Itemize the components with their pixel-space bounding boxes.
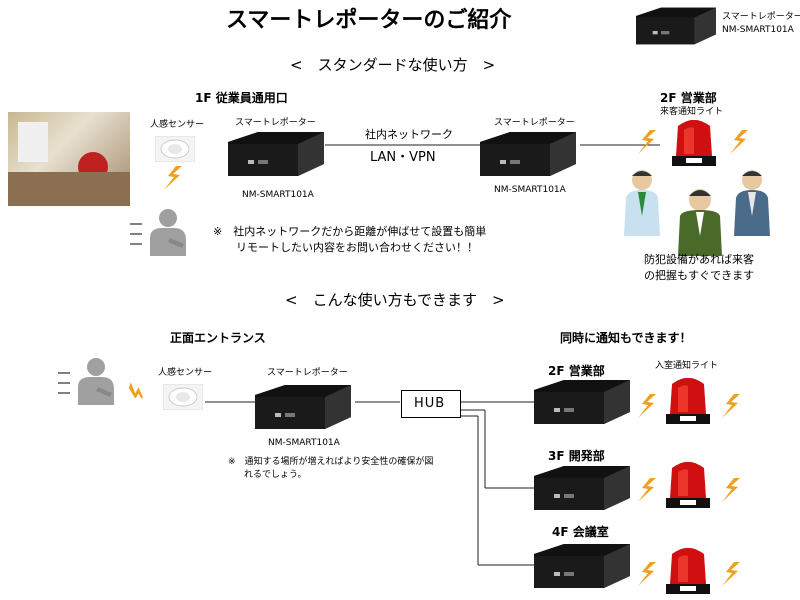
- standard-heading: < スタンダードな使い方 >: [290, 56, 496, 74]
- dest-4f-label: 4F 会議室: [552, 525, 609, 539]
- staff-group-icon: [624, 170, 770, 256]
- bolt-icon: [128, 382, 152, 398]
- dest-2f-label: 2F 営業部: [548, 364, 605, 378]
- simultaneous-label: 同時に通知もできます！: [560, 331, 692, 345]
- adv-reporter-model: NM-SMART101A: [268, 438, 340, 448]
- warning-light-icon: [666, 548, 710, 594]
- header-device-name: スマートレポーター: [722, 12, 800, 22]
- reporter-device-icon: [534, 380, 630, 424]
- standard-note-2: リモートしたい内容をお問い合わせください！！: [236, 241, 478, 254]
- entry-light-label: 入室通知ライト: [655, 361, 719, 371]
- warning-light-icon: [672, 120, 716, 166]
- bolt-icon: [638, 394, 656, 418]
- motion-sensor-icon: [163, 384, 203, 410]
- reporter-right-model: NM-SMART101A: [494, 185, 566, 195]
- reporter-device-icon: [480, 132, 576, 176]
- adv-sensor-label: 人感センサー: [158, 368, 213, 378]
- header-device-model: NM-SMART101A: [722, 25, 794, 35]
- person-icon: [58, 358, 114, 405]
- dest-3f-label: 3F 開発部: [548, 449, 605, 463]
- bolt-icon: [722, 478, 740, 502]
- location-2f-label: 2F 営業部: [660, 91, 717, 105]
- adv-reporter-label: スマートレポーター: [267, 368, 348, 378]
- bolt-icon: [722, 394, 740, 418]
- header-device-icon: [636, 7, 716, 45]
- reporter-right-label: スマートレポーター: [494, 118, 575, 128]
- location-1f-label: 1F 従業員通用口: [195, 91, 288, 105]
- bolt-icon: [638, 478, 656, 502]
- page-title: スマートレポーターのご紹介: [226, 8, 512, 33]
- adv-note-2: れるでしょう。: [244, 470, 307, 480]
- standard-note-1: ※ 社内ネットワークだから距離が伸ばせて設置も簡単: [213, 225, 487, 238]
- entrance-photo: [8, 112, 130, 206]
- reporter-device-icon: [255, 385, 351, 429]
- security-line-2: の把握もすぐできます: [644, 269, 755, 282]
- hub-label: HUB: [414, 396, 446, 411]
- bolt-icon: [730, 130, 748, 154]
- warning-light-icon: [666, 378, 710, 424]
- warning-light-icon: [666, 462, 710, 508]
- reporter-device-icon: [534, 466, 630, 510]
- bolt-icon: [722, 562, 740, 586]
- advanced-heading: < こんな使い方もできます >: [285, 291, 505, 309]
- reporter-left-model: NM-SMART101A: [242, 190, 314, 200]
- entrance-label: 正面エントランス: [170, 331, 266, 345]
- bolt-icon: [638, 562, 656, 586]
- reporter-device-icon: [534, 544, 630, 588]
- adv-note-1: ※ 通知する場所が増えればより安全性の確保が図: [228, 457, 434, 467]
- network-type: LAN・VPN: [370, 150, 436, 165]
- security-line-1: 防犯設備があれば来客: [644, 253, 754, 266]
- network-label: 社内ネットワーク: [365, 128, 453, 141]
- person-icon: [130, 209, 186, 256]
- bolt-icon: [164, 166, 182, 190]
- sensor-label: 人感センサー: [150, 120, 205, 130]
- reporter-device-icon: [228, 132, 324, 176]
- bolt-icon: [638, 130, 656, 154]
- light-label: 来客通知ライト: [660, 107, 724, 117]
- reporter-left-label: スマートレポーター: [235, 118, 316, 128]
- motion-sensor-icon: [155, 136, 195, 162]
- hub-box: HUB: [401, 390, 461, 418]
